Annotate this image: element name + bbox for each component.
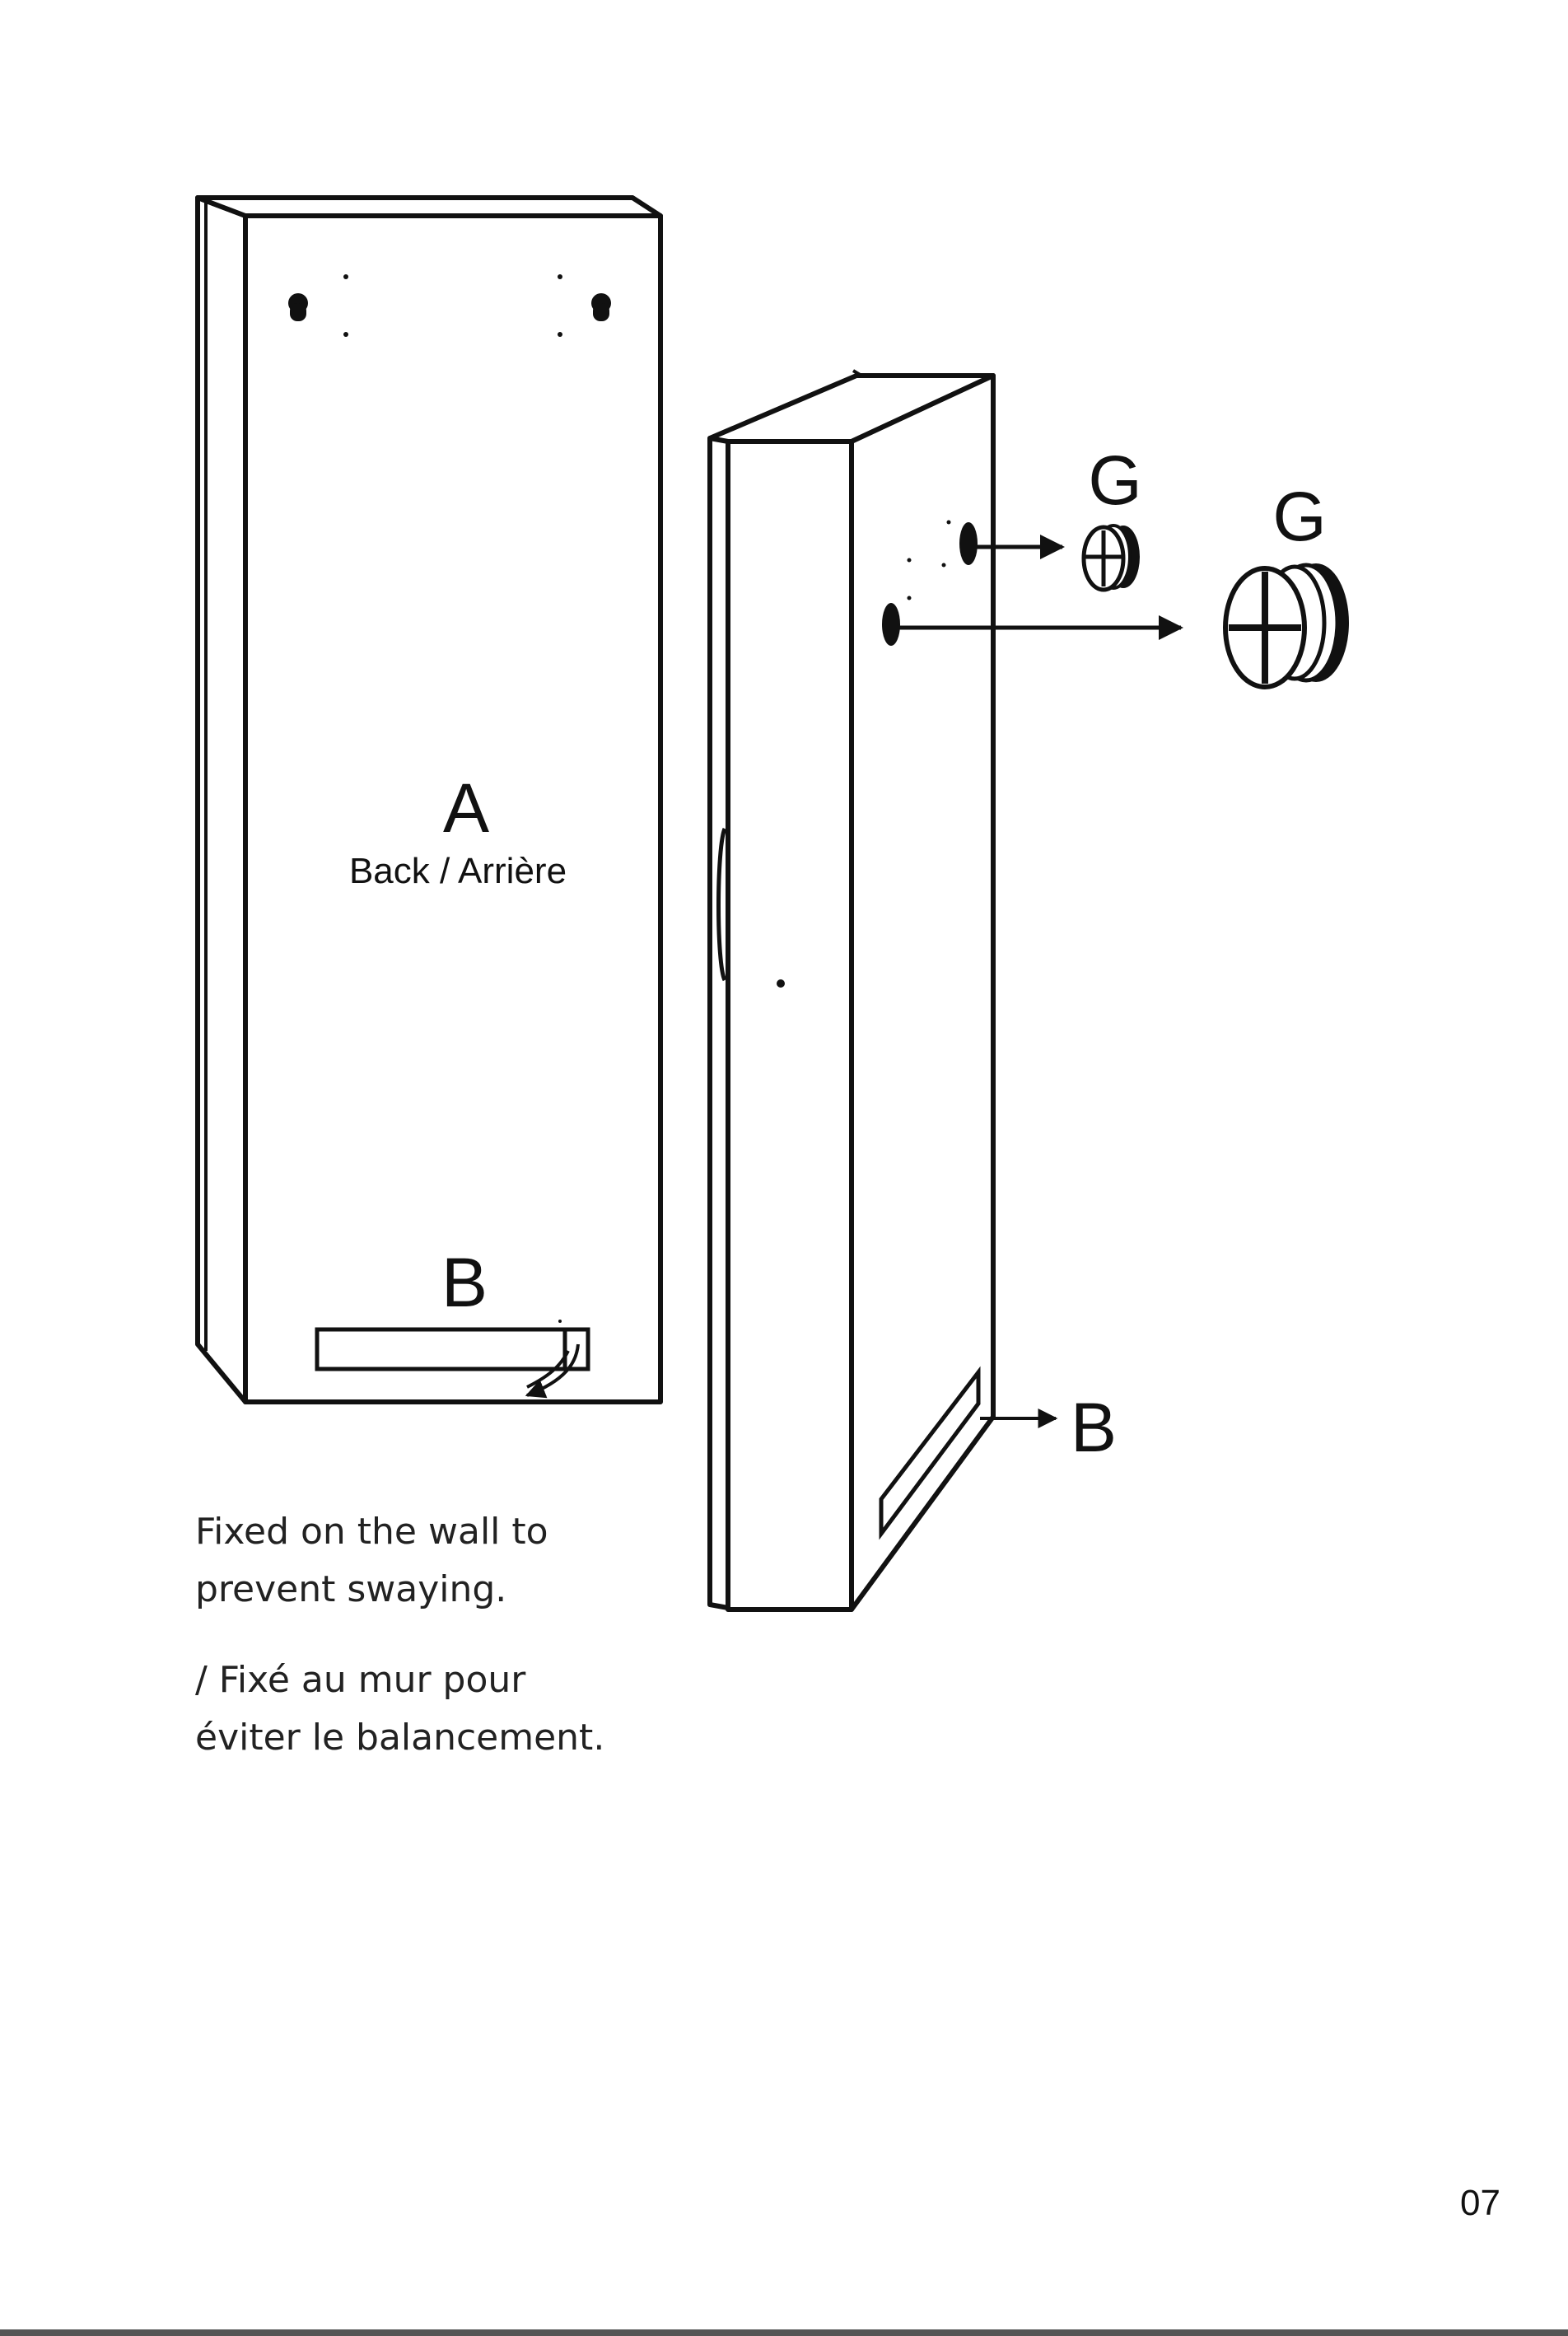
page-number: 07 bbox=[1460, 2183, 1500, 2224]
label-g-large: G bbox=[1272, 478, 1326, 555]
door-dot bbox=[777, 979, 785, 988]
panel-a-letter: A bbox=[443, 769, 489, 847]
caption-fr-line1: / Fixé au mur pour bbox=[195, 1652, 604, 1709]
wall-plug-icon bbox=[1084, 526, 1140, 590]
wall-plug-icon bbox=[1225, 563, 1349, 687]
keyhole-icon bbox=[882, 603, 900, 646]
label-b-right: B bbox=[1071, 1389, 1117, 1466]
keyhole-icon bbox=[591, 293, 611, 321]
keyhole-icon bbox=[288, 293, 308, 321]
caption-french: / Fixé au mur pour éviter le balancement… bbox=[195, 1652, 604, 1767]
caption-english: Fixed on the wall to prevent swaying. bbox=[195, 1503, 548, 1619]
panel-a-text: Back / Arrière bbox=[349, 851, 567, 891]
caption-en-line2: prevent swaying. bbox=[195, 1561, 548, 1619]
bracket-b-back bbox=[317, 1329, 588, 1369]
caption-fr-line2: éviter le balancement. bbox=[195, 1709, 604, 1767]
bottom-rule bbox=[0, 2329, 1568, 2336]
label-b-left: B bbox=[441, 1244, 488, 1321]
label-g-small: G bbox=[1088, 442, 1141, 519]
cabinet-back-view bbox=[198, 198, 660, 1402]
caption-en-line1: Fixed on the wall to bbox=[195, 1503, 548, 1561]
keyhole-icon bbox=[959, 522, 978, 565]
